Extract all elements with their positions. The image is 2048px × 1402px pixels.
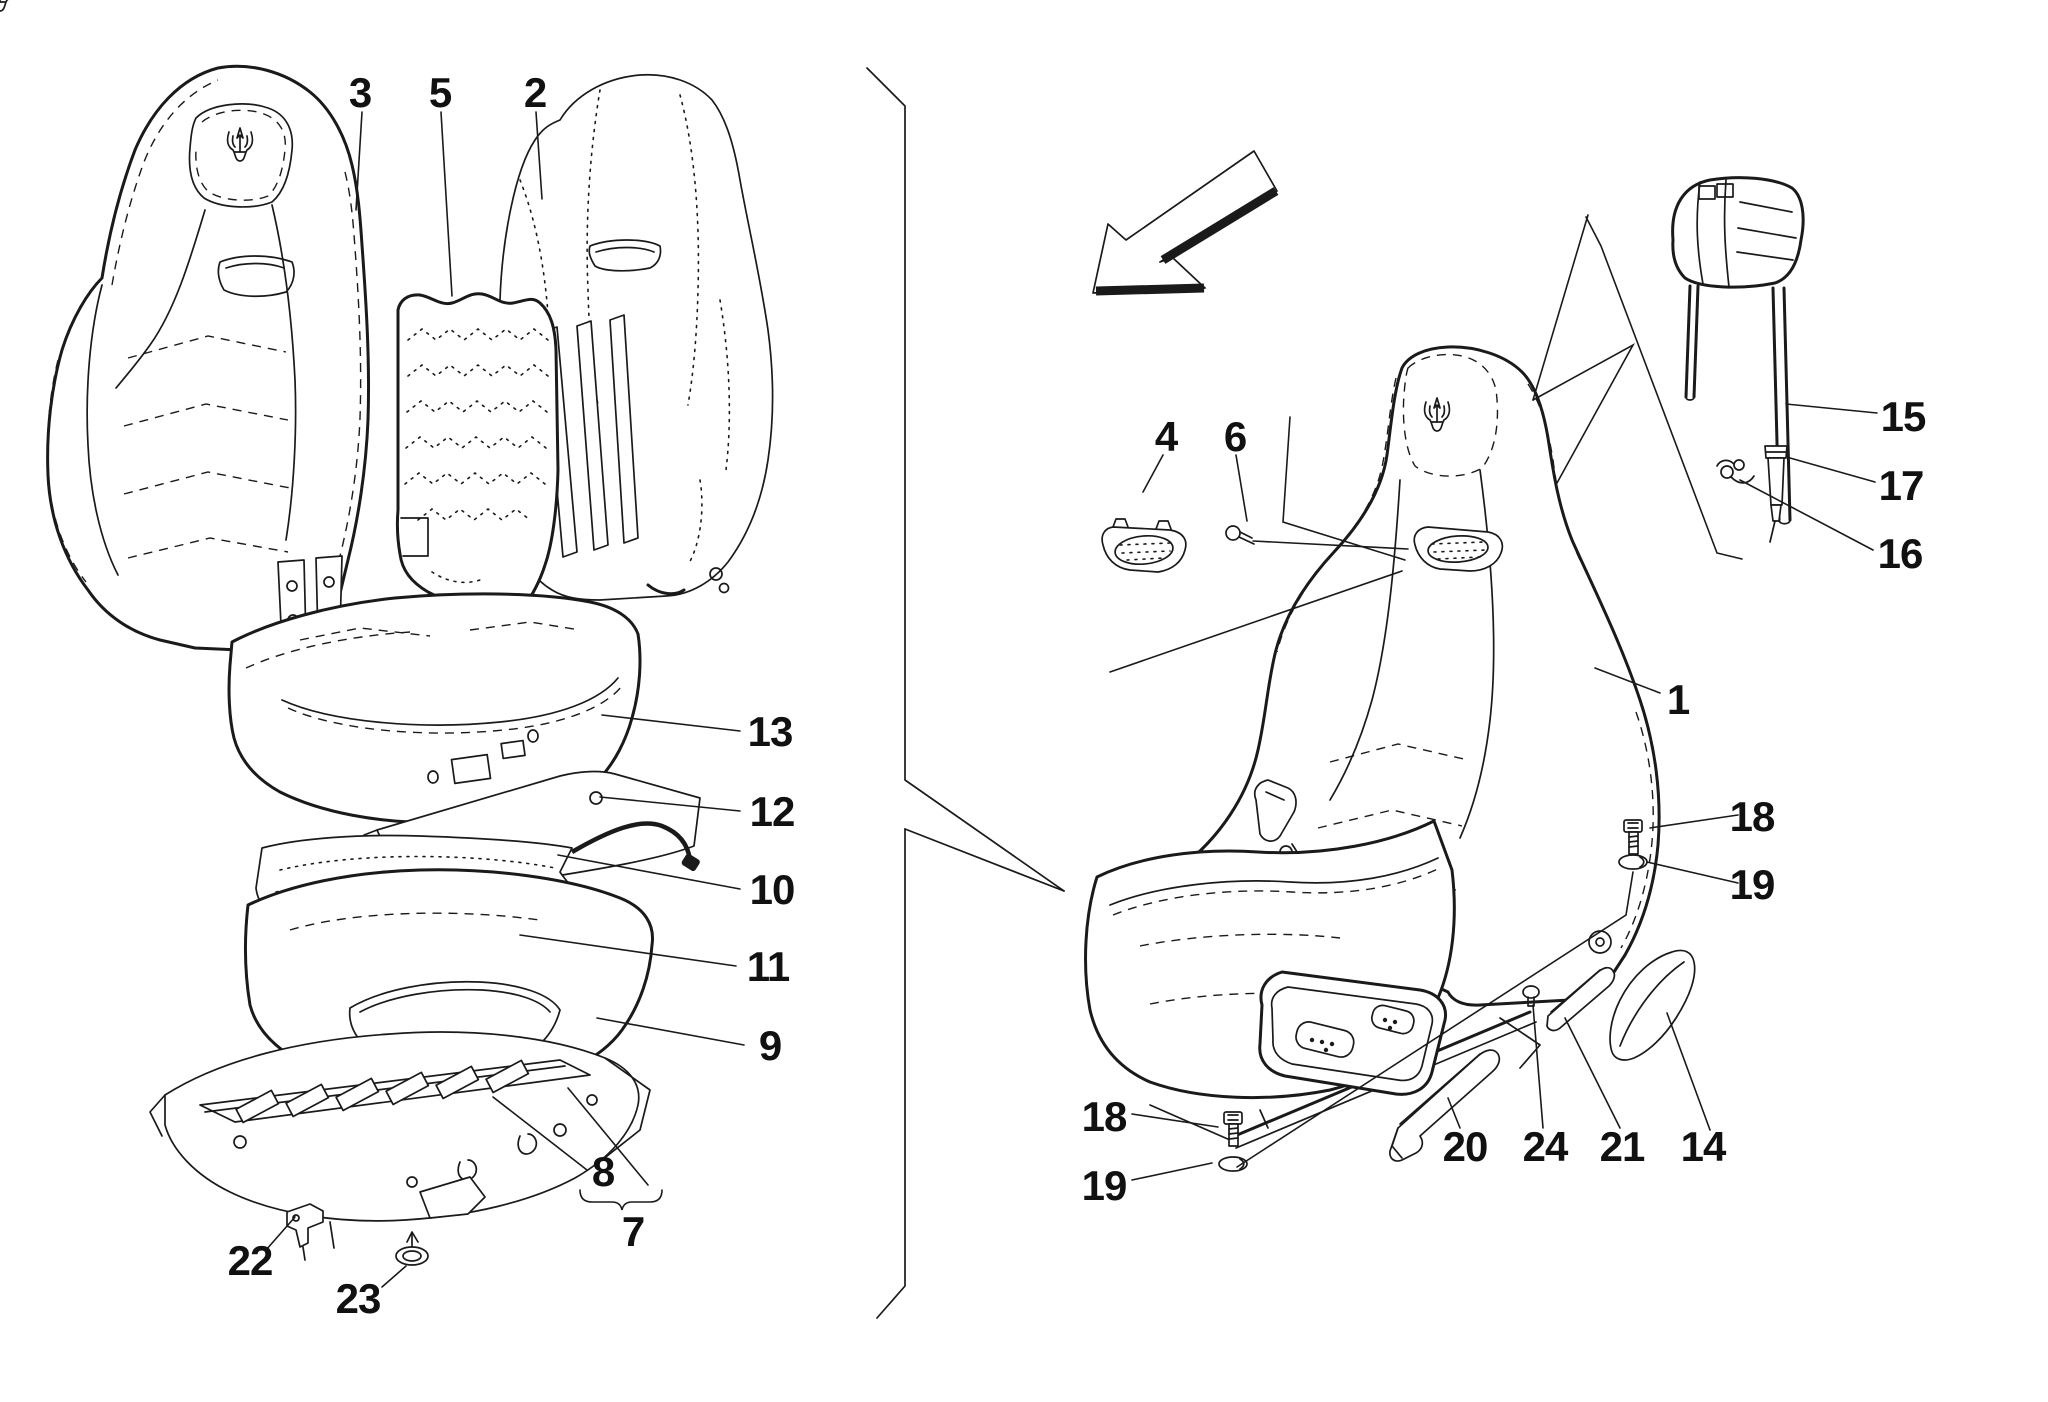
backrest-foam-pad-drawing xyxy=(397,294,558,625)
seat-adjustment-switch-panel-drawing xyxy=(1260,972,1446,1094)
panel-divider xyxy=(867,68,1064,1318)
bracket-22-drawing xyxy=(287,1204,323,1260)
callout-14: 14 xyxy=(1680,1123,1727,1170)
clip-16-drawing xyxy=(1717,460,1754,483)
callout-4: 4 xyxy=(1154,413,1178,460)
callout-3: 3 xyxy=(348,69,372,116)
side-shield-14-drawing xyxy=(1610,950,1695,1060)
leader-lines xyxy=(266,112,1877,1287)
screw-6-drawing xyxy=(1226,526,1254,544)
washer-19-right-drawing xyxy=(1619,855,1647,869)
callout-22: 22 xyxy=(227,1237,274,1284)
callout-19-right: 19 xyxy=(1729,861,1776,908)
block-arrow-pointing-lower-left-icon xyxy=(1093,151,1277,293)
seat-cushion-cover-drawing xyxy=(229,594,640,822)
callout-13: 13 xyxy=(747,708,794,755)
washer-19-left-drawing xyxy=(1219,1157,1247,1171)
callout-16: 16 xyxy=(1877,530,1924,577)
callout-9: 9 xyxy=(758,1022,782,1069)
bushing-17-drawing xyxy=(1765,446,1787,542)
callout-17: 17 xyxy=(1878,462,1925,509)
callout-23: 23 xyxy=(335,1275,382,1322)
clip-23-drawing xyxy=(396,1232,428,1265)
callout-6: 6 xyxy=(1223,413,1247,460)
callout-18-right: 18 xyxy=(1729,793,1776,840)
callout-18-left: 18 xyxy=(1081,1093,1128,1140)
callout-20: 20 xyxy=(1442,1123,1489,1170)
trim-strip-21-drawing xyxy=(1547,968,1614,1031)
headrest-drawing xyxy=(1673,178,1804,524)
callout-1: 1 xyxy=(1666,676,1690,723)
callout-10: 10 xyxy=(749,866,796,913)
bolt-18-right-drawing xyxy=(1624,820,1642,854)
callout-15: 15 xyxy=(1880,393,1927,440)
callout-5: 5 xyxy=(428,69,452,116)
bolt-18-left-drawing xyxy=(1224,1112,1242,1146)
rail-trim-20-drawing xyxy=(1390,1050,1499,1161)
seat-frame-drawing xyxy=(150,1032,650,1248)
callout-12: 12 xyxy=(749,788,796,835)
callout-2: 2 xyxy=(523,69,547,116)
complete-seat-backrest-drawing xyxy=(1180,347,1659,1005)
backrest-cover-drawing xyxy=(47,66,368,650)
trident-icon xyxy=(0,0,12,11)
callout-8: 8 xyxy=(591,1148,615,1195)
vent-grille-trim-drawing xyxy=(1102,519,1186,572)
backrest-frame-cover-drawing xyxy=(498,75,773,600)
callout-7: 7 xyxy=(621,1208,645,1255)
callout-21: 21 xyxy=(1599,1123,1646,1170)
callout-11: 11 xyxy=(746,943,790,990)
callout-24: 24 xyxy=(1522,1123,1569,1170)
callout-19-left: 19 xyxy=(1081,1162,1128,1209)
